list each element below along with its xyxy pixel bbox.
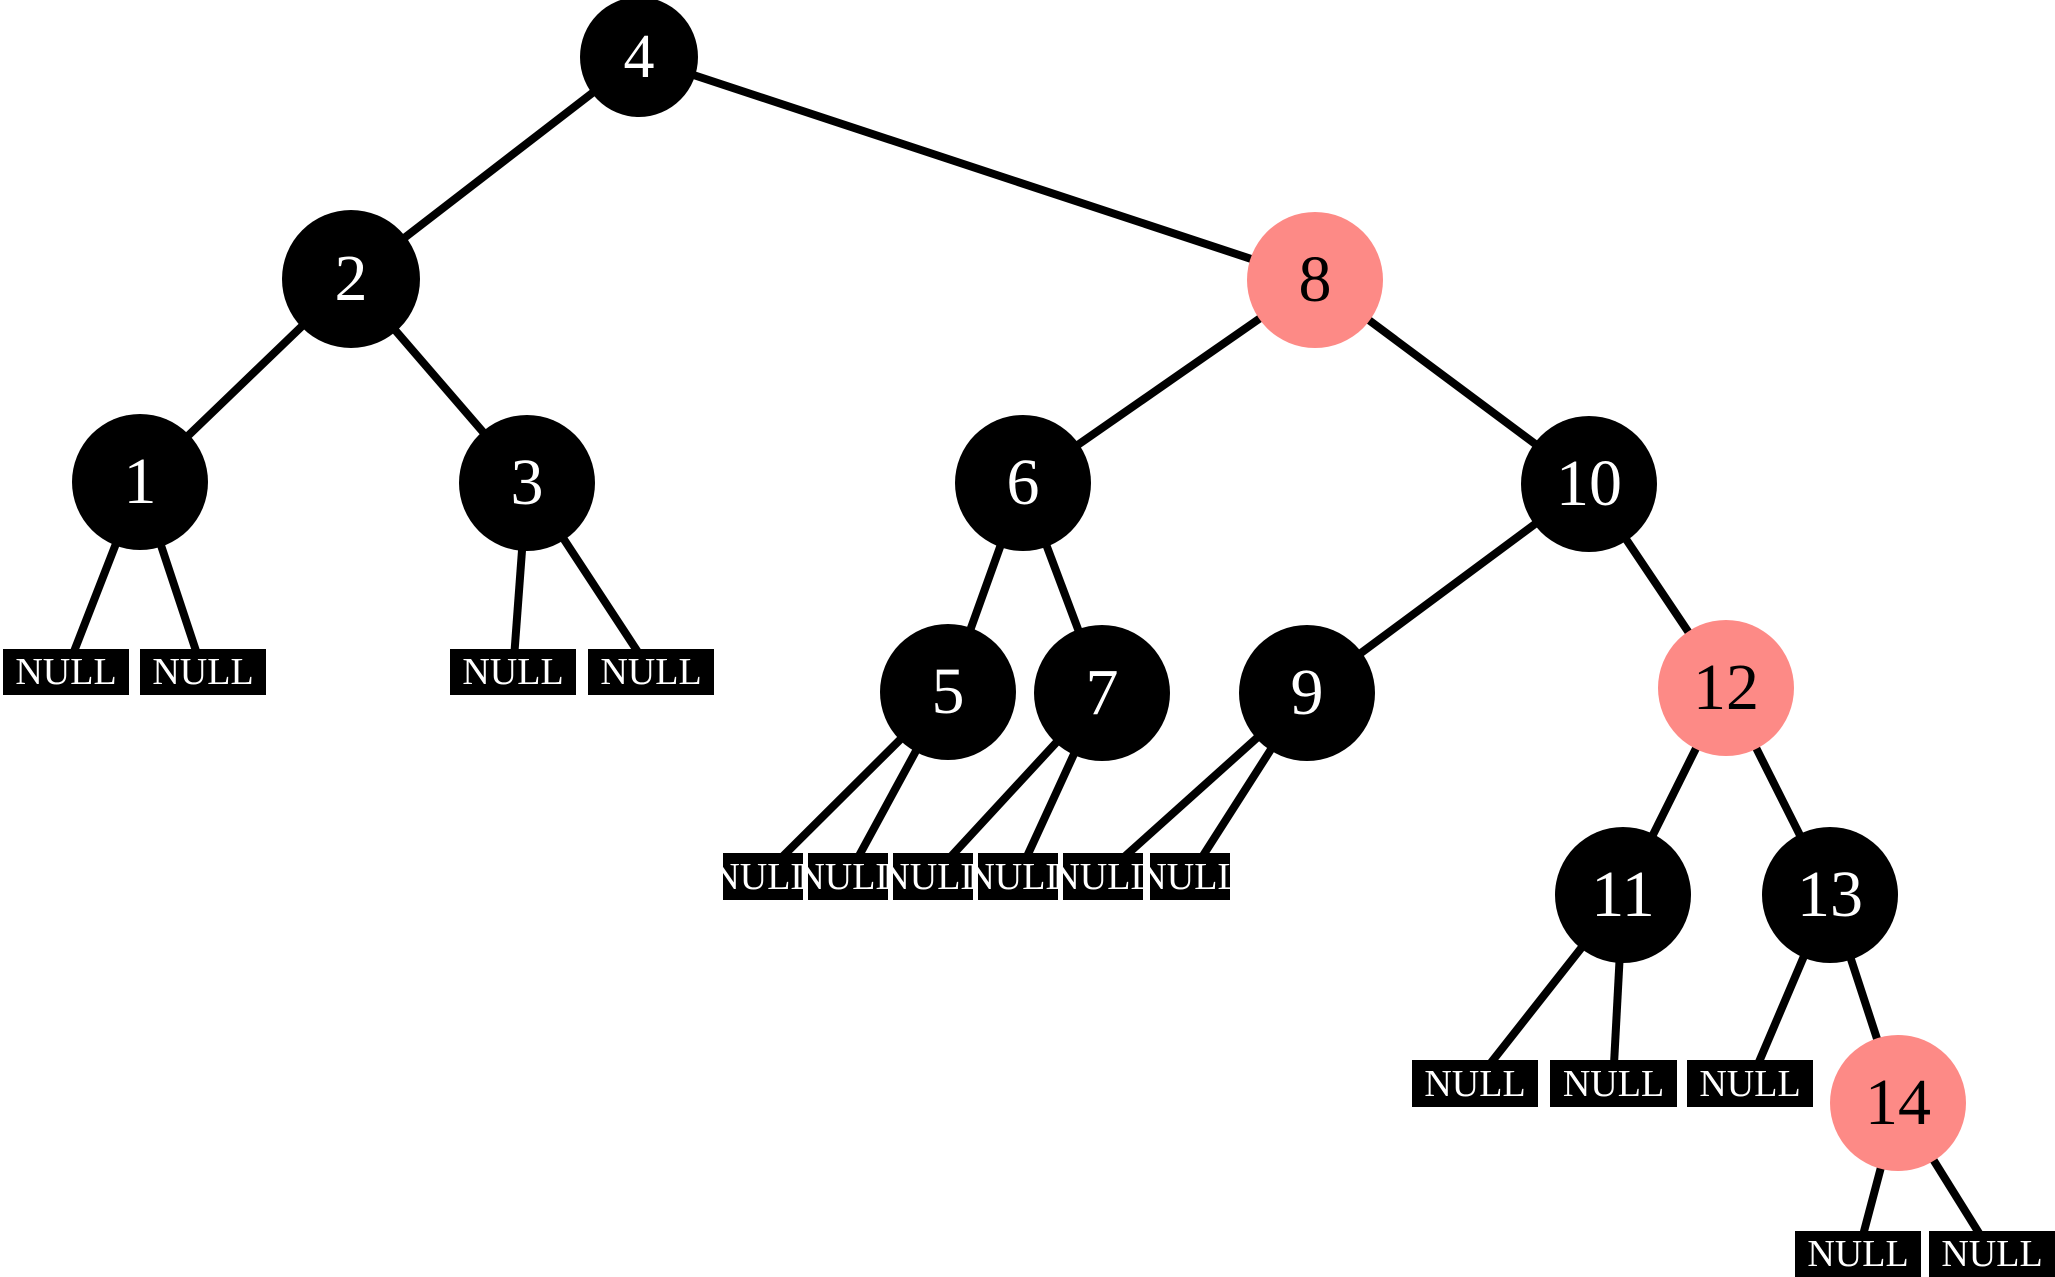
null-leaf: NULL	[1139, 853, 1241, 900]
tree-node-10[interactable]: 10	[1521, 416, 1657, 552]
tree-node-label: 9	[1290, 656, 1324, 729]
tree-node-label: 13	[1797, 858, 1863, 931]
null-leaf: NULL	[1795, 1231, 1921, 1277]
null-leaf: NULL	[967, 853, 1069, 900]
null-leaf: NULL	[3, 649, 129, 695]
tree-node-label: 11	[1591, 858, 1655, 931]
tree-node-7[interactable]: 7	[1034, 625, 1170, 761]
tree-node-13[interactable]: 13	[1762, 827, 1898, 963]
tree-node-11[interactable]: 11	[1555, 827, 1691, 963]
tree-node-4[interactable]: 4	[580, 0, 698, 117]
tree-node-label: 10	[1556, 447, 1622, 520]
null-leaf: NULL	[712, 853, 814, 900]
tree-node-label: 12	[1693, 651, 1759, 724]
tree-node-6[interactable]: 6	[955, 415, 1091, 551]
tree-node-12[interactable]: 12	[1658, 620, 1794, 756]
null-leaf: NULL	[882, 853, 984, 900]
tree-node-3[interactable]: 3	[459, 415, 595, 551]
null-leaf: NULL	[1687, 1060, 1813, 1107]
tree-node-label: 5	[931, 655, 965, 728]
tree-node-2[interactable]: 2	[282, 210, 420, 348]
tree-node-14[interactable]: 14	[1830, 1035, 1966, 1171]
tree-node-1[interactable]: 1	[72, 414, 208, 550]
tree-node-label: 4	[623, 23, 655, 91]
tree-node-label: 7	[1085, 656, 1119, 729]
tree-node-9[interactable]: 9	[1239, 625, 1375, 761]
null-leaf: NULL	[450, 649, 576, 695]
tree-node-5[interactable]: 5	[880, 624, 1016, 760]
null-leaf: NULL	[797, 853, 899, 900]
null-leaf: NULL	[588, 649, 714, 695]
null-leaf: NULL	[1412, 1060, 1538, 1107]
null-leaf: NULL	[1550, 1060, 1677, 1107]
tree-node-label: 6	[1006, 446, 1040, 519]
tree-node-label: 3	[510, 446, 544, 519]
tree-node-8[interactable]: 8	[1247, 212, 1383, 348]
tree-node-label: 8	[1298, 243, 1332, 316]
tree-edge	[637, 53, 1317, 284]
tree-node-label: 2	[334, 242, 368, 315]
tree-node-label: 14	[1865, 1066, 1931, 1139]
null-leaf: NULL	[1929, 1231, 2055, 1277]
tree-node-label: 1	[123, 445, 157, 518]
null-leaf: NULL	[140, 649, 266, 695]
null-leaf: NULL	[1052, 853, 1154, 900]
